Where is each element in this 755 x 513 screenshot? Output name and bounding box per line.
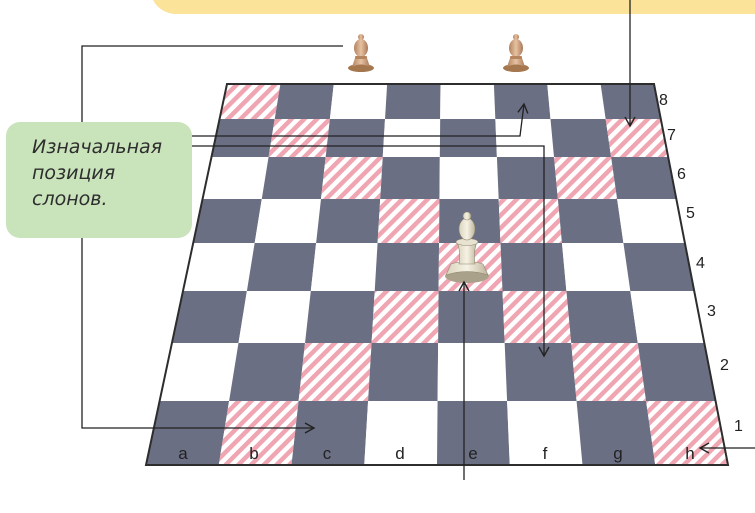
square-b7 xyxy=(269,119,330,157)
square-c5 xyxy=(316,199,380,243)
square-b2 xyxy=(229,343,305,401)
square-d5 xyxy=(378,199,440,243)
square-a4 xyxy=(183,243,255,291)
file-label-a: a xyxy=(171,444,195,464)
rank-label-2: 2 xyxy=(720,357,729,375)
square-d6 xyxy=(380,157,440,199)
square-d8 xyxy=(385,84,440,119)
square-g5 xyxy=(558,199,624,243)
square-h3 xyxy=(630,291,704,343)
board-squares xyxy=(146,84,728,465)
start-bishop-f1 xyxy=(503,34,529,72)
square-h8 xyxy=(601,84,661,119)
square-c8 xyxy=(330,84,387,119)
square-g8 xyxy=(547,84,605,119)
square-a5 xyxy=(193,199,262,243)
square-d3 xyxy=(372,291,439,343)
square-d4 xyxy=(375,243,439,291)
square-c2 xyxy=(299,343,372,401)
rank-label-8: 8 xyxy=(659,92,668,110)
file-label-h: h xyxy=(678,444,702,464)
file-label-c: c xyxy=(315,444,339,464)
square-h4 xyxy=(623,243,694,291)
square-c6 xyxy=(321,157,383,199)
square-f2 xyxy=(505,343,577,401)
file-label-e: e xyxy=(461,444,485,464)
square-f7 xyxy=(495,119,554,157)
square-h6 xyxy=(611,157,676,199)
square-g4 xyxy=(562,243,630,291)
square-a6 xyxy=(203,157,269,199)
square-e2 xyxy=(438,343,507,401)
rank-label-3: 3 xyxy=(707,303,716,321)
square-b6 xyxy=(262,157,326,199)
square-f6 xyxy=(497,157,558,199)
square-b3 xyxy=(238,291,310,343)
square-a8 xyxy=(220,84,281,119)
square-b4 xyxy=(247,243,316,291)
file-label-f: f xyxy=(533,444,557,464)
square-f3 xyxy=(503,291,572,343)
callout-initial-bishop-position: Изначальная позиция слонов. xyxy=(6,122,192,238)
rank-label-7: 7 xyxy=(667,127,676,145)
square-e8 xyxy=(440,84,495,119)
square-e7 xyxy=(440,119,497,157)
square-a7 xyxy=(211,119,274,157)
square-a3 xyxy=(172,291,247,343)
square-g2 xyxy=(571,343,646,401)
square-d7 xyxy=(383,119,440,157)
file-label-b: b xyxy=(242,444,266,464)
square-h7 xyxy=(606,119,669,157)
square-b5 xyxy=(255,199,321,243)
rank-label-1: 1 xyxy=(734,418,743,436)
square-g6 xyxy=(554,157,617,199)
rank-label-6: 6 xyxy=(677,166,686,184)
square-h2 xyxy=(638,343,716,401)
square-f4 xyxy=(501,243,567,291)
square-e3 xyxy=(438,291,505,343)
square-g3 xyxy=(566,291,637,343)
square-e6 xyxy=(439,157,498,199)
square-b8 xyxy=(275,84,334,119)
start-bishop-c1 xyxy=(348,34,374,72)
file-label-g: g xyxy=(606,444,630,464)
square-c4 xyxy=(311,243,378,291)
file-label-d: d xyxy=(388,444,412,464)
square-f5 xyxy=(499,199,562,243)
rank-label-5: 5 xyxy=(686,205,695,223)
square-d2 xyxy=(368,343,438,401)
square-a2 xyxy=(160,343,239,401)
rank-label-4: 4 xyxy=(696,255,705,273)
square-c3 xyxy=(305,291,375,343)
square-g7 xyxy=(550,119,611,157)
square-c7 xyxy=(326,119,385,157)
square-h5 xyxy=(617,199,685,243)
callout-text: Изначальная позиция слонов. xyxy=(32,134,182,212)
